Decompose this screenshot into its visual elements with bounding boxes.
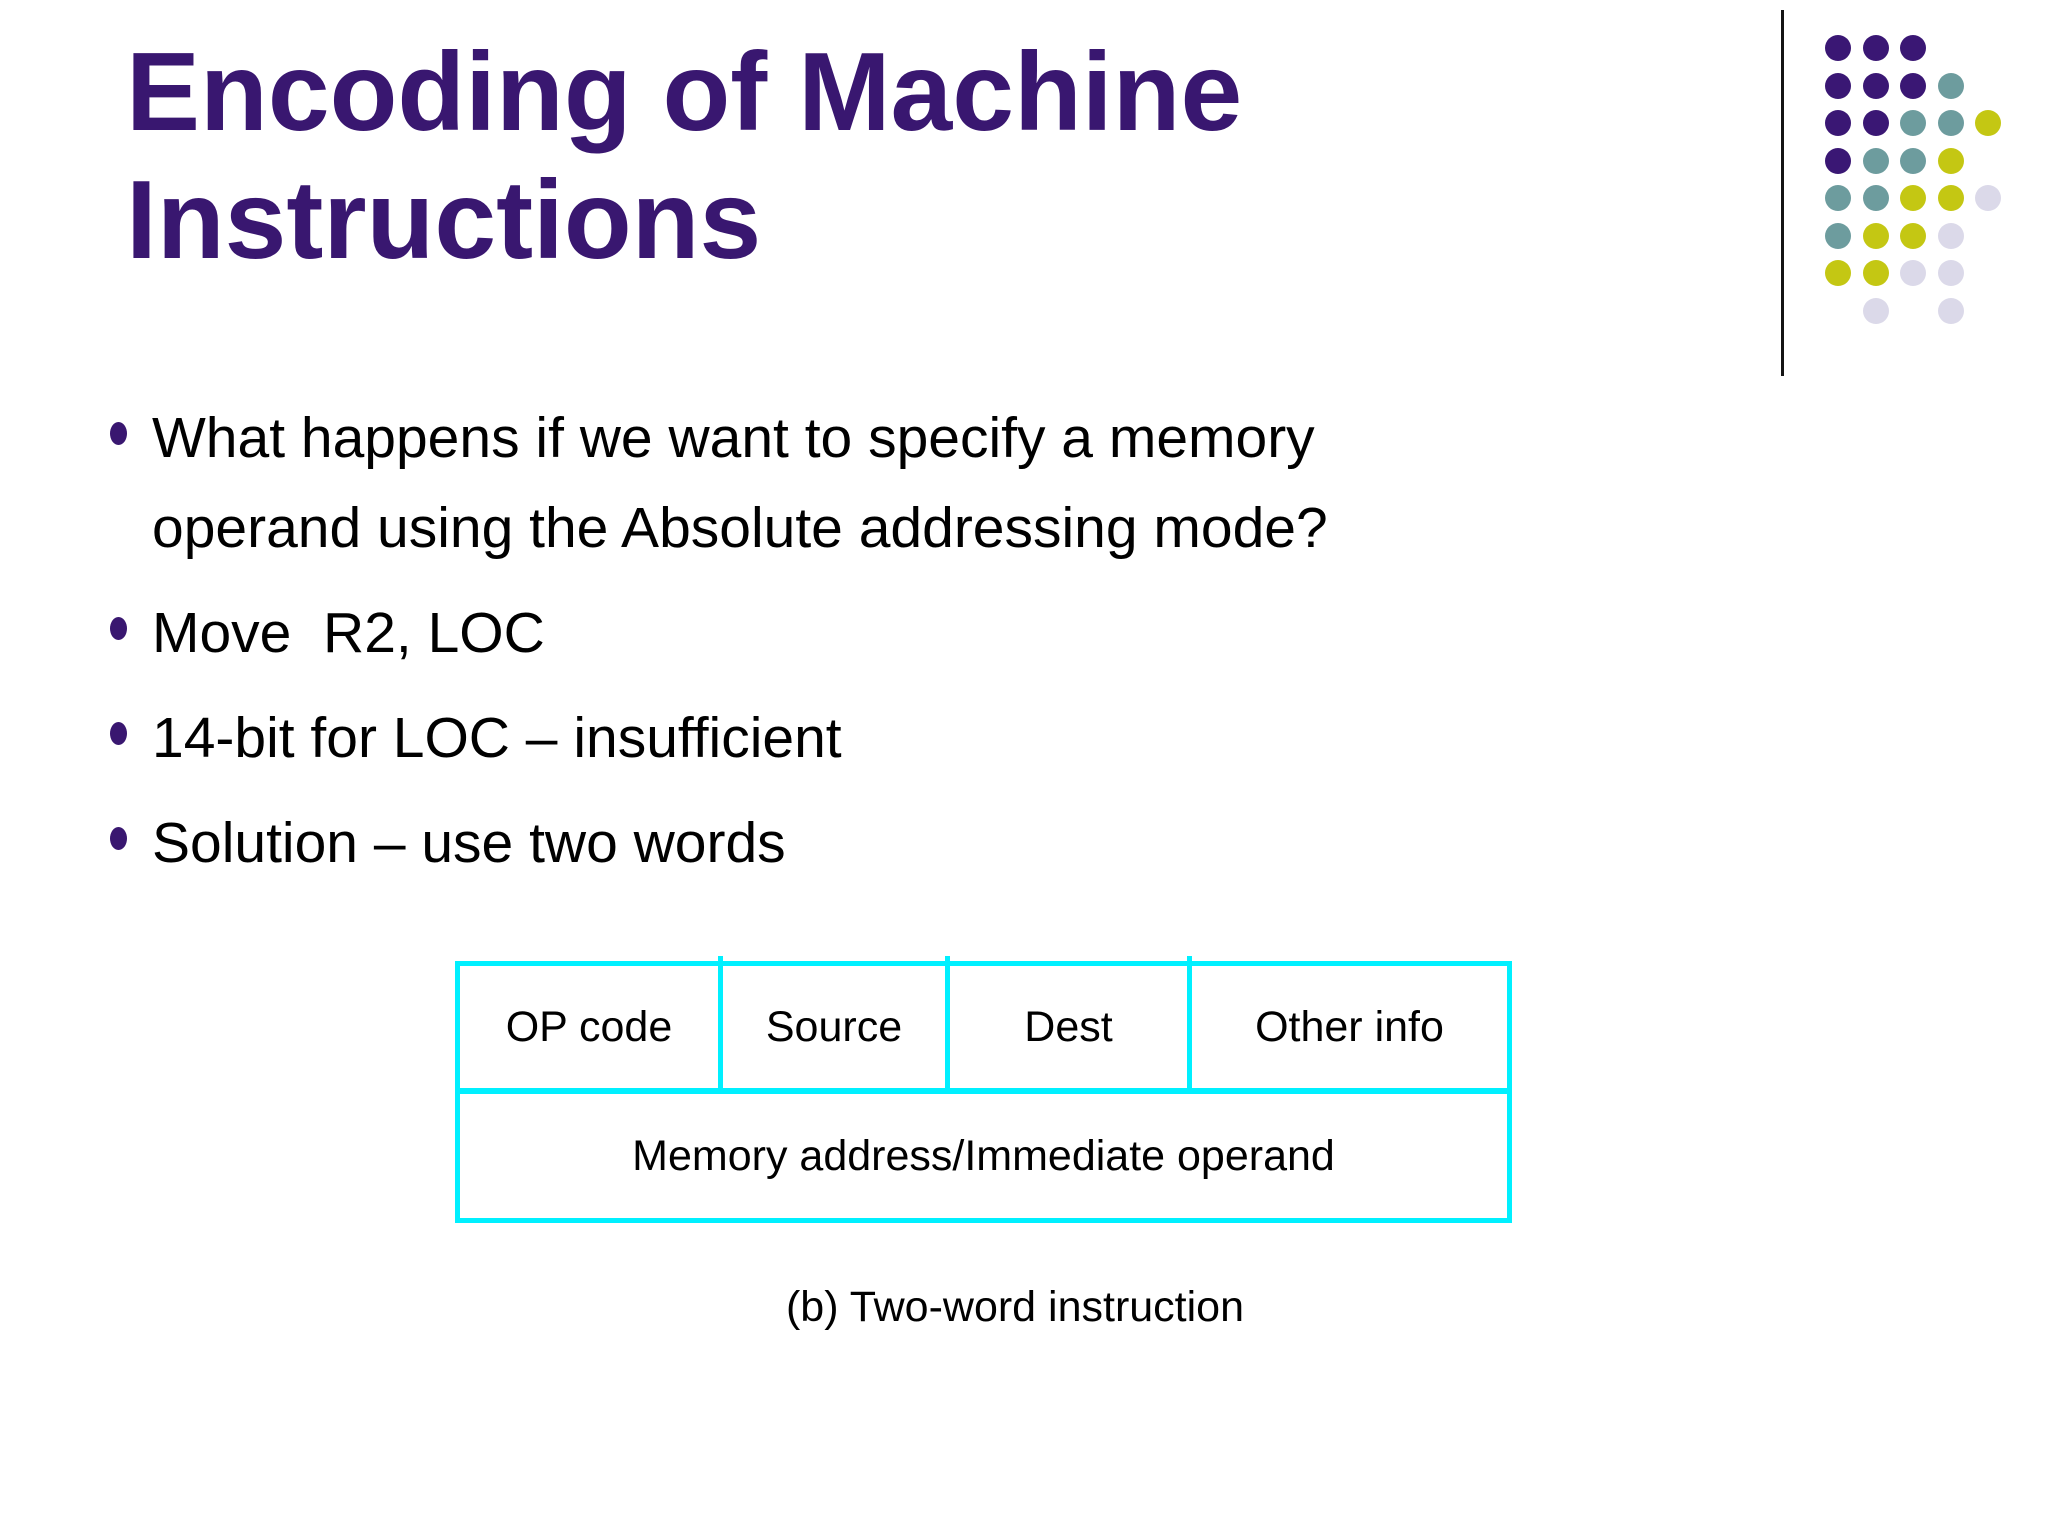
bullet-text: 14-bit for LOC – insufficient (152, 706, 842, 770)
decor-dot (1975, 110, 2001, 136)
list-item: 14-bit for LOC – insufficient (104, 693, 1419, 783)
list-item: Move R2, LOC (104, 588, 1419, 678)
decor-dot (1862, 185, 1889, 211)
slide-title: Encoding of Machine Instructions (126, 30, 1243, 282)
divider-tick (945, 956, 950, 968)
decor-dot (1862, 110, 1889, 136)
decor-dot (1825, 35, 1851, 61)
field-opcode: OP code (460, 966, 723, 1088)
decor-dot (1825, 185, 1851, 211)
decor-dot (1862, 260, 1889, 286)
bullet-icon (110, 422, 127, 445)
decor-dot (1937, 147, 1964, 174)
decorative-dot-grid (1825, 35, 2025, 345)
field-dest: Dest (950, 966, 1192, 1088)
decor-dot (1862, 35, 1889, 61)
decor-dot (1975, 185, 2001, 211)
list-item: Solution – use two words (104, 798, 1419, 888)
decor-dot (1900, 260, 1926, 286)
bullet-text: Solution – use two words (152, 811, 786, 875)
decor-dot (1937, 110, 1964, 136)
decor-dot (1937, 222, 1964, 249)
decor-dot (1825, 222, 1851, 249)
instruction-word-diagram: OP code Source Dest Other info Memory ad… (455, 956, 1512, 1223)
decor-dot (1862, 222, 1889, 249)
decor-dot (1825, 147, 1851, 174)
decor-dot (1900, 147, 1926, 174)
decor-dot (1862, 297, 1889, 324)
decor-dot (1937, 185, 1964, 211)
bullet-text: What happens if we want to specify a mem… (152, 406, 1331, 560)
bullet-icon (110, 827, 127, 850)
bullet-text: Move R2, LOC (152, 601, 545, 665)
decor-dot (1900, 110, 1926, 136)
divider-tick (1187, 956, 1192, 968)
decor-dot (1900, 222, 1926, 249)
bullet-icon (110, 722, 127, 745)
decor-dot (1937, 297, 1964, 324)
decor-dot (1937, 260, 1964, 286)
decor-dot (1900, 185, 1926, 211)
divider-tick (718, 956, 723, 968)
list-item: What happens if we want to specify a mem… (104, 393, 1419, 573)
decor-dot (1825, 110, 1851, 136)
field-source: Source (723, 966, 950, 1088)
word1-row: OP code Source Dest Other info (460, 966, 1507, 1088)
decor-dot (1862, 72, 1889, 99)
field-memory-address: Memory address/Immediate operand (460, 1088, 1507, 1218)
decor-dot (1825, 260, 1851, 286)
decor-dot (1937, 72, 1964, 99)
decor-dot (1900, 35, 1926, 61)
decorative-vertical-rule (1781, 10, 1784, 376)
figure-caption: (b) Two-word instruction (785, 1283, 1245, 1331)
decor-dot (1862, 147, 1889, 174)
bullet-icon (110, 617, 127, 640)
field-other-info: Other info (1255, 1002, 1444, 1051)
decor-dot (1825, 72, 1851, 99)
bullet-list: What happens if we want to specify a mem… (104, 393, 1419, 888)
decor-dot (1900, 72, 1926, 99)
